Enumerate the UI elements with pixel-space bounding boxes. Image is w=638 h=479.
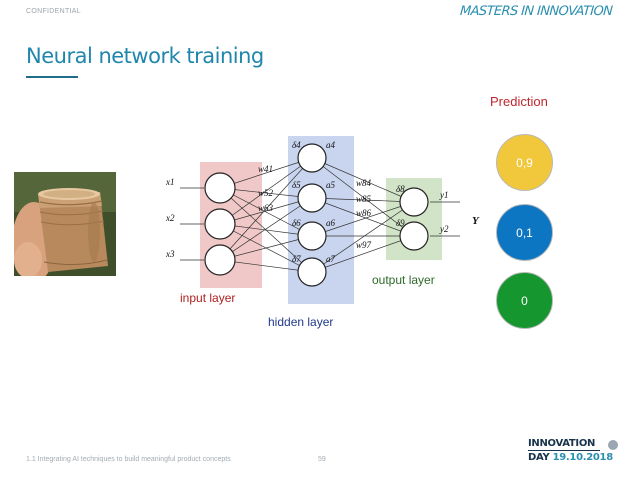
hidden-delta-7: δ7 <box>292 254 301 264</box>
hidden-node-4 <box>297 143 327 173</box>
logo-day: DAY <box>528 452 553 463</box>
logo-line-2: DAY 19.10.2018 <box>528 452 613 463</box>
output-node-8 <box>399 187 429 217</box>
prediction-circle-1: 0,9 <box>496 134 553 191</box>
prediction-circle-3: 0 <box>496 272 553 329</box>
input-label-x2: x2 <box>165 213 175 223</box>
prediction-value-2: 0,1 <box>516 225 533 240</box>
hidden-delta-4: δ4 <box>292 140 301 150</box>
weight-label-w41: w41 <box>258 164 273 174</box>
prediction-label: Prediction <box>490 94 548 109</box>
hidden-act-6: a6 <box>326 218 336 228</box>
logo-divider <box>528 450 600 451</box>
hidden-act-5: a5 <box>326 180 336 190</box>
output-delta-9: δ9 <box>396 218 405 228</box>
neural-network-diagram: X Y x1 x2 x3 w41 w52 w63 δ4 δ5 δ6 δ7 a4 … <box>165 136 480 329</box>
footer-text: 1.1 Integrating AI techniques to build m… <box>26 456 231 463</box>
output-node-9 <box>399 221 429 251</box>
output-label-y1: y1 <box>439 190 449 200</box>
weight-label-w52: w52 <box>258 188 274 198</box>
input-node-1 <box>204 172 236 204</box>
hidden-node-6 <box>297 221 327 251</box>
confidential-label: CONFIDENTIAL <box>26 8 81 15</box>
hidden-node-5 <box>297 183 327 213</box>
logo-line-1: INNOVATION <box>528 438 596 449</box>
brand-logo-text: MASTERS IN INNOVATION <box>459 4 613 19</box>
logo-date: 19.10.2018 <box>552 452 614 463</box>
title-underline <box>26 76 78 78</box>
innovation-day-logo: INNOVATION DAY 19.10.2018 <box>528 438 618 468</box>
output-symbol: Y <box>472 215 480 227</box>
hidden-layer-label: hidden layer <box>268 315 333 329</box>
hidden-delta-5: δ5 <box>292 180 301 190</box>
paper-cups-photo <box>14 172 116 276</box>
output-label-y2: y2 <box>439 224 449 234</box>
weight-label-w63: w63 <box>258 203 274 213</box>
page-number: 59 <box>318 456 326 463</box>
hidden-act-4: a4 <box>326 140 336 150</box>
weight-label-w84: w84 <box>356 178 372 188</box>
input-layer-label: input layer <box>180 291 235 305</box>
weight-label-w86: w86 <box>356 208 372 218</box>
prediction-value-1: 0,9 <box>516 155 533 170</box>
output-layer-label: output layer <box>372 273 435 287</box>
logo-globe-icon <box>608 440 618 450</box>
input-label-x1: x1 <box>165 177 175 187</box>
input-node-2 <box>204 208 236 240</box>
hidden-act-7: a7 <box>326 254 336 264</box>
slide-title: Neural network training <box>26 44 264 68</box>
hidden-delta-6: δ6 <box>292 218 301 228</box>
input-node-3 <box>204 244 236 276</box>
weight-label-w97: w97 <box>356 240 372 250</box>
prediction-circle-2: 0,1 <box>496 204 553 261</box>
hidden-node-7 <box>297 257 327 287</box>
weight-label-w85: w85 <box>356 194 372 204</box>
input-label-x3: x3 <box>165 249 175 259</box>
prediction-value-3: 0 <box>521 293 528 308</box>
output-delta-8: δ8 <box>396 184 405 194</box>
